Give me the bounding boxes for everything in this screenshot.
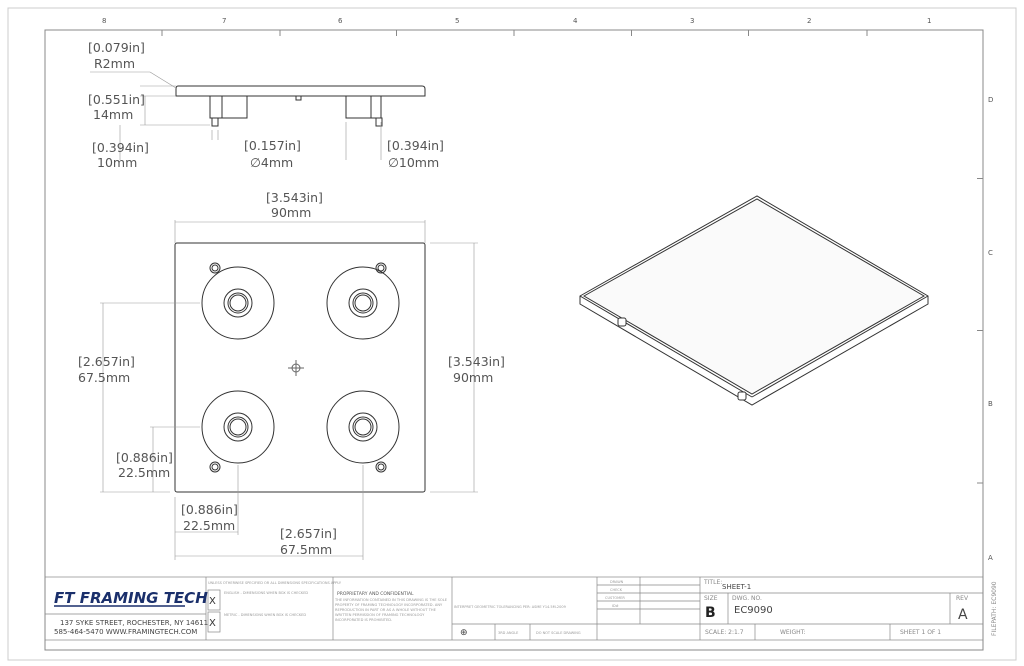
zone-column-label: 4 — [573, 17, 578, 25]
dim-width-in: [3.543in] — [266, 190, 323, 205]
zone-row-label: C — [988, 249, 993, 257]
boss-circle — [227, 416, 249, 438]
dim-boss-in: [0.394in] — [92, 140, 149, 155]
drawing-title: SHEET-1 — [722, 583, 751, 591]
metric-label: METRIC - DIMENSIONS WHEN BOX IS CHECKED — [224, 613, 306, 617]
boss-circle — [348, 288, 378, 318]
dim-v22-in: [0.886in] — [116, 450, 173, 465]
zone-row-label: B — [988, 400, 993, 408]
dim-v22-mm: 22.5mm — [118, 465, 170, 480]
boss-circle — [352, 292, 374, 314]
revision: A — [958, 607, 968, 623]
company-address: 137 SYKE STREET, ROCHESTER, NY 14611 — [60, 619, 208, 627]
dim-d4-mm: ∅4mm — [250, 155, 293, 170]
dim-height-mm: 14mm — [93, 107, 133, 122]
top-view-dimensions: [3.543in] 90mm [3.543in] 90mm [2.657in] … — [78, 190, 505, 557]
boss-circle — [348, 412, 378, 442]
boss-circle — [229, 418, 247, 436]
rev-label: REV — [956, 595, 969, 602]
zone-row-label: A — [988, 554, 993, 562]
zone-column-label: 7 — [222, 17, 226, 25]
zone-column-label: 5 — [455, 17, 459, 25]
sheet-size: B — [705, 605, 716, 621]
dim-radius-in: [0.079in] — [88, 40, 145, 55]
company-contact: 585-464-5470 WWW.FRAMINGTECH.COM — [54, 628, 197, 636]
boss-circle — [326, 390, 400, 464]
metric-check[interactable]: X — [209, 618, 216, 629]
mounting-hole-inner — [211, 463, 219, 471]
dim-d10-mm: ∅10mm — [388, 155, 439, 170]
gdt-note: INTERPRET GEOMETRIC TOLERANCING PER: ASM… — [454, 605, 566, 609]
dim-boss-mm: 10mm — [97, 155, 137, 170]
weight: WEIGHT: — [780, 629, 806, 636]
boss-circle — [223, 412, 253, 442]
boss-circle — [354, 418, 372, 436]
dwg-label: DWG. NO. — [732, 595, 762, 602]
dim-v67-in: [2.657in] — [78, 354, 135, 369]
filepath: FILEPATH: EC9090 — [991, 581, 998, 636]
boss-circle — [229, 294, 247, 312]
boss-circle — [354, 294, 372, 312]
mounting-hole — [209, 461, 221, 473]
logo-text: FT FRAMING TECH — [54, 589, 208, 607]
boss-circle — [352, 416, 374, 438]
proprietary-text: THE INFORMATION CONTAINED IN THIS DRAWIN… — [335, 598, 448, 622]
dim-vheight-in: [3.543in] — [448, 354, 505, 369]
dim-h67-mm: 67.5mm — [280, 542, 332, 557]
drawn-label: DRAWN — [610, 580, 624, 584]
english-check[interactable]: X — [209, 596, 216, 607]
dim-d10-in: [0.394in] — [387, 138, 444, 153]
zone-column-label: 1 — [927, 17, 931, 25]
mounting-hole — [209, 262, 221, 274]
boss-circle — [201, 390, 275, 464]
sheet-outer-border — [7, 7, 1017, 661]
zone-column-label: 6 — [338, 17, 343, 25]
dim-radius-mm: R2mm — [94, 56, 135, 71]
id-label: ID# — [612, 604, 619, 608]
mounting-hole — [375, 461, 387, 473]
customer-label: CUSTOMER — [605, 596, 625, 600]
scale: SCALE: 2:1.7 — [705, 629, 744, 636]
boss-circle — [223, 288, 253, 318]
dim-vheight-mm: 90mm — [453, 370, 493, 385]
boss-circle — [227, 292, 249, 314]
zone-row-label: D — [988, 96, 993, 104]
sheet-number: SHEET 1 OF 1 — [900, 629, 941, 636]
english-label: ENGLISH - DIMENSIONS WHEN BOX IS CHECKED — [224, 591, 308, 595]
dim-h22-mm: 22.5mm — [183, 518, 235, 533]
side-view — [90, 71, 426, 160]
dim-d4-in: [0.157in] — [244, 138, 301, 153]
drawing-number: EC9090 — [734, 605, 773, 616]
projection-angle: 3RD ANGLE — [498, 631, 518, 635]
dim-height-in: [0.551in] — [88, 92, 145, 107]
dim-v67-mm: 67.5mm — [78, 370, 130, 385]
mounting-hole-inner — [377, 463, 385, 471]
do-not-scale: DO NOT SCALE DRAWING — [536, 631, 581, 635]
mounting-hole-inner — [211, 264, 219, 272]
boss-circle — [326, 266, 400, 340]
boss-circle — [201, 266, 275, 340]
dim-h22-in: [0.886in] — [181, 502, 238, 517]
title-block — [44, 576, 984, 641]
zone-column-label: 8 — [102, 17, 106, 25]
check-label: CHECK — [610, 588, 623, 592]
dim-width-mm: 90mm — [271, 205, 311, 220]
zone-column-label: 2 — [807, 17, 811, 25]
dim-h67-in: [2.657in] — [280, 526, 337, 541]
zone-markers: 8 7 6 5 4 3 2 1D C B A — [102, 17, 993, 562]
size-label: SIZE — [704, 595, 718, 602]
mounting-hole — [375, 262, 387, 274]
third-angle-projection-icon: ⊕ — [460, 628, 468, 638]
tolerance-header: UNLESS OTHERWISE SPECIFIED OR ALL DIMENS… — [208, 581, 342, 585]
mounting-hole-inner — [377, 264, 385, 272]
zone-column-label: 3 — [690, 17, 694, 25]
logo: FT FRAMING TECH — [54, 589, 208, 607]
top-view — [100, 220, 478, 560]
side-view-dimensions: [0.079in] R2mm [0.551in] 14mm [0.394in] … — [88, 40, 444, 170]
isometric-view — [579, 195, 929, 406]
proprietary-title: PROPRIETARY AND CONFIDENTIAL — [337, 591, 414, 597]
title-label: TITLE: — [703, 579, 722, 586]
